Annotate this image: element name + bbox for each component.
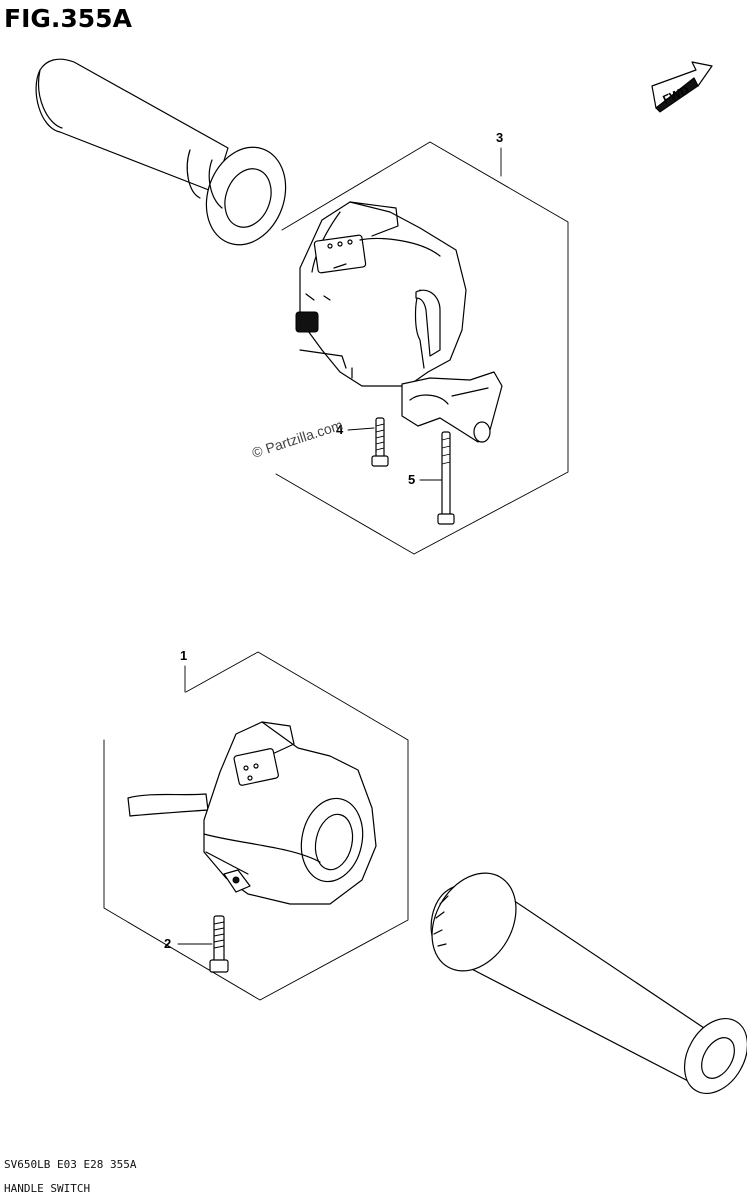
left-handle-switch-assembly <box>127 721 377 905</box>
diagram-caption: HANDLE SWITCH <box>4 1182 90 1195</box>
assembly-outline-1 <box>103 651 409 1001</box>
right-handle-switch-assembly <box>295 201 503 443</box>
callout-5: 5 <box>408 472 415 487</box>
callout-4: 4 <box>336 422 344 437</box>
watermark: © Partzilla.com <box>250 416 345 460</box>
screw-part-4 <box>371 417 389 467</box>
callout-3: 3 <box>496 130 503 145</box>
callout-1: 1 <box>180 648 187 663</box>
screw-part-5 <box>437 431 455 525</box>
assembly-outline-3 <box>275 141 569 555</box>
callout-2: 2 <box>164 936 171 951</box>
lower-handlebar-grip <box>430 872 747 1094</box>
figure-title: FIG.355A <box>4 4 133 33</box>
fwd-arrow-icon: FWD <box>651 61 713 113</box>
upper-throttle-grip <box>35 58 287 246</box>
screw-part-2 <box>209 915 229 973</box>
model-code: SV650LB E03 E28 355A <box>4 1158 137 1171</box>
